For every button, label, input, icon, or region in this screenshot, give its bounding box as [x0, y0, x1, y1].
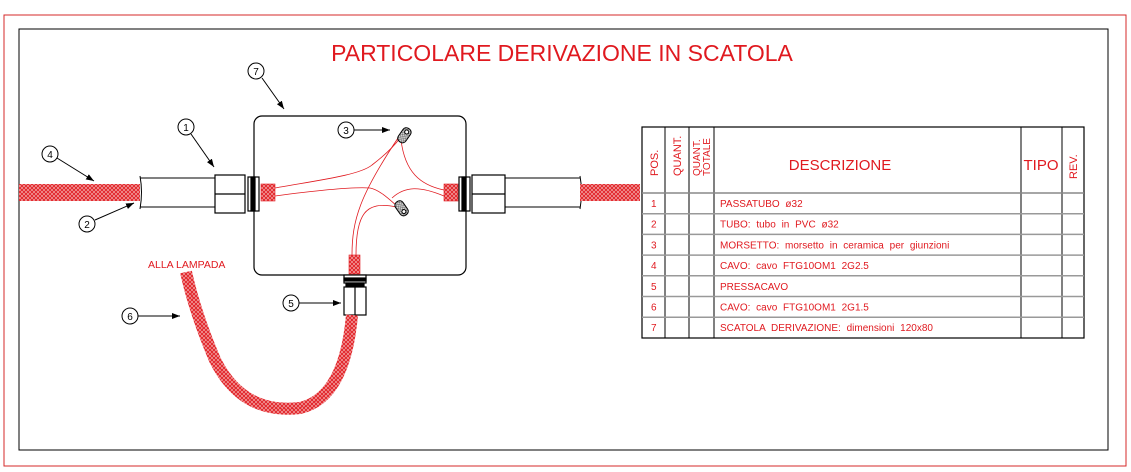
row-pos: 6 — [651, 303, 657, 314]
header-rev: REV. — [1068, 154, 1080, 179]
tube-left — [139, 175, 215, 210]
inner-frame — [18, 28, 1109, 451]
table-row: 1 PASSATUBO ø32 — [651, 199, 803, 210]
header-tipo: TIPO — [1023, 157, 1058, 174]
row-descrizione: CAVO: cavo FTG10OM1 2G1.5 — [720, 303, 869, 314]
callout-1: 1 — [183, 123, 189, 134]
table-row: 3 MORSETTO: morsetto in ceramica per giun… — [651, 240, 949, 251]
table-row: 2 TUBO: tubo in PVC ø32 — [651, 220, 839, 231]
wires — [274, 137, 445, 256]
row-descrizione: CAVO: cavo FTG10OM1 2G2.5 — [720, 261, 869, 272]
header-quant-totale-2: TOTALE — [702, 138, 713, 176]
header-pos: POS. — [649, 150, 661, 176]
header-quant: QUANT. — [672, 136, 684, 176]
table-row: 5 PRESSACAVO — [651, 282, 788, 293]
row-pos: 1 — [651, 199, 657, 210]
row-descrizione: MORSETTO: morsetto in ceramica per giunz… — [720, 240, 949, 251]
header-quant-totale-1: QUANT. — [692, 139, 703, 176]
callout-7: 7 — [253, 67, 259, 78]
row-descrizione: TUBO: tubo in PVC ø32 — [720, 220, 839, 231]
cable-left — [19, 184, 140, 201]
header-descrizione: DESCRIZIONE — [789, 157, 892, 174]
cable-gland-right — [458, 174, 506, 214]
cable-stub-right — [443, 183, 459, 202]
terminal-bottom — [394, 200, 409, 217]
callout-2: 2 — [84, 220, 90, 231]
cable-gland-bottom — [343, 274, 367, 316]
table-row: 7 SCATOLA DERIVAZIONE: dimensioni 120x80 — [651, 323, 933, 334]
table-row: 4 CAVO: cavo FTG10OM1 2G2.5 — [651, 261, 869, 272]
row-pos: 3 — [651, 240, 657, 251]
row-descrizione: SCATOLA DERIVAZIONE: dimensioni 120x80 — [720, 323, 933, 334]
row-pos: 7 — [651, 323, 657, 334]
parts-table: POS. QUANT. QUANT. TOTALE DESCRIZIONE TI… — [641, 126, 1085, 339]
row-pos: 5 — [651, 282, 657, 293]
cable-stub-bottom — [348, 254, 361, 275]
cable-gland-left — [214, 174, 260, 214]
cable-right — [580, 184, 640, 201]
cable-stub-left — [260, 183, 276, 202]
row-pos: 4 — [651, 261, 657, 272]
row-descrizione: PRESSACAVO — [720, 282, 788, 293]
row-descrizione: PASSATUBO ø32 — [720, 199, 803, 210]
junction-box — [253, 115, 467, 276]
callout-4: 4 — [47, 150, 53, 161]
note-alla-lampada: ALLA LAMPADA — [148, 259, 225, 271]
drawing-title: PARTICOLARE DERIVAZIONE IN SCATOLA — [331, 40, 793, 66]
outer-frame — [3, 14, 1127, 467]
row-pos: 2 — [651, 220, 657, 231]
callout-3: 3 — [343, 126, 349, 137]
cable-to-lamp — [180, 270, 358, 415]
callout-6: 6 — [127, 312, 133, 323]
tube-right — [505, 175, 582, 210]
table-row: 6 CAVO: cavo FTG10OM1 2G1.5 — [651, 303, 869, 314]
callout-5: 5 — [288, 299, 294, 310]
terminal-top — [397, 127, 412, 144]
